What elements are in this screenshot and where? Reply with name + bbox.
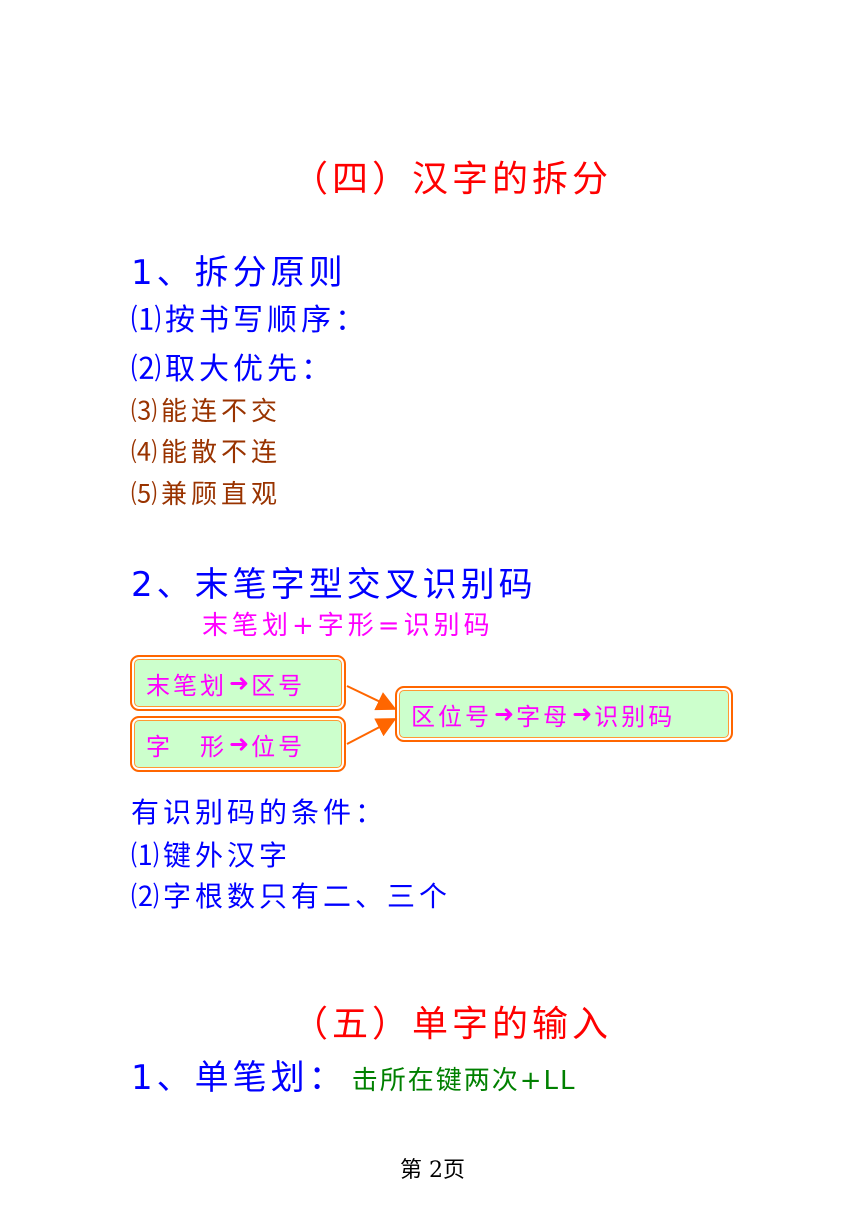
heading-identification-code: 2、末笔字型交叉识别码 [131, 565, 537, 605]
box1-left: 末笔划 [146, 671, 227, 700]
connector-arrow-top [346, 685, 397, 711]
rule-1: ⑴按书写顺序： [131, 303, 369, 338]
box2-right: 位号 [251, 732, 306, 761]
rule-2: ⑵取大优先： [131, 352, 335, 387]
heading-split-principles: 1、拆分原则 [131, 253, 347, 293]
rule-5: ⑸兼顾直观 [131, 480, 282, 510]
connector-arrow-bottom [346, 718, 397, 745]
box1-right: 区号 [251, 671, 306, 700]
arrow-right-icon: ➜ [494, 700, 515, 728]
formula: 末笔划+字形=识别码 [202, 611, 494, 641]
page-number: 第 2页 [400, 1158, 465, 1183]
box2-left: 字 形 [146, 732, 227, 761]
single-stroke-label: 1、单笔划： [131, 1058, 347, 1098]
box-stroke-zone: 末笔划 ➜ 区号 [130, 655, 346, 711]
box-result: 区位号 ➜ 字母 ➜ 识别码 [395, 686, 733, 742]
conditions-title: 有识别码的条件： [131, 796, 388, 829]
box-shape-position: 字 形 ➜ 位号 [130, 716, 346, 772]
section4-title: （四）汉字的拆分 [292, 159, 613, 200]
box3-c: 识别码 [594, 702, 676, 731]
box3-a: 区位号 [411, 702, 492, 731]
single-stroke-line: 1、单笔划： 击所在键两次+LL [131, 1050, 577, 1099]
rule-3: ⑶能连不交 [131, 397, 282, 427]
condition-2: ⑵字根数只有二、三个 [131, 880, 452, 913]
arrow-right-icon: ➜ [229, 669, 250, 697]
rule-4: ⑷能散不连 [131, 438, 282, 468]
arrow-right-icon: ➜ [572, 700, 593, 728]
section5-title: （五）单字的输入 [292, 1004, 613, 1045]
condition-1: ⑴键外汉字 [131, 839, 292, 872]
arrow-right-icon: ➜ [229, 730, 250, 758]
single-stroke-desc: 击所在键两次+LL [351, 1066, 577, 1096]
box3-b: 字母 [516, 702, 571, 731]
